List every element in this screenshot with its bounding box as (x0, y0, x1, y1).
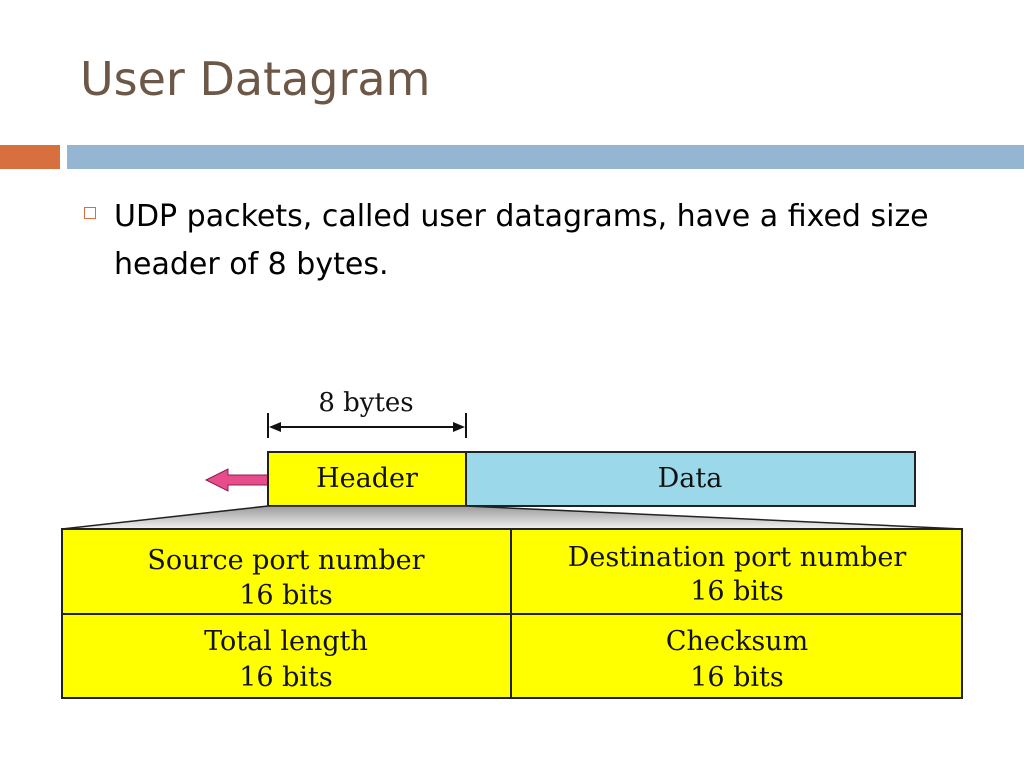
udp-header-diagram: 8 bytes Header Data Source port number 1… (61, 388, 963, 699)
pink-left-arrow-icon (204, 468, 269, 492)
packet-data-label: Data (658, 463, 723, 494)
packet-header-label: Header (316, 463, 418, 494)
field-source-port-name: Source port number (147, 545, 424, 576)
accent-bar-blue (67, 145, 1024, 169)
field-source-port-size: 16 bits (239, 580, 333, 611)
field-total-length-size: 16 bits (239, 662, 333, 693)
slide-title: User Datagram (80, 52, 431, 106)
bullet-text: UDP packets, called user datagrams, have… (114, 199, 929, 282)
bullet-marker-icon (84, 207, 96, 219)
field-destination-port-name: Destination port number (568, 542, 907, 573)
packet-data-box (465, 451, 916, 507)
span-label: 8 bytes (318, 388, 413, 418)
field-checksum-size: 16 bits (690, 662, 784, 693)
field-total-length-name: Total length (204, 626, 368, 657)
field-checksum-name: Checksum (666, 626, 808, 657)
accent-bar-orange (0, 145, 60, 169)
field-destination-port-size: 16 bits (690, 576, 784, 607)
expansion-fan (61, 505, 963, 530)
